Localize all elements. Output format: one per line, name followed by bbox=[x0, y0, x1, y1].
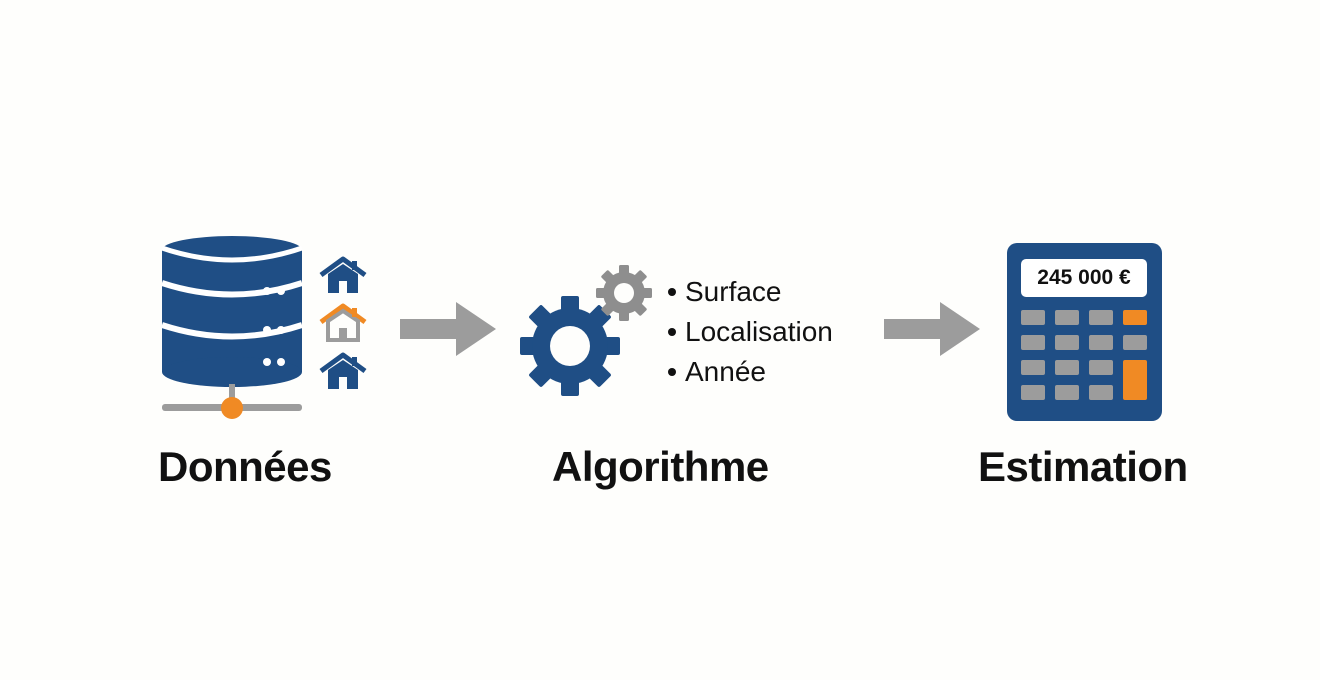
bullet-icon bbox=[668, 367, 676, 376]
arrow-right-icon bbox=[400, 302, 496, 356]
step-label-estimation: Estimation bbox=[978, 443, 1188, 490]
house-icon bbox=[319, 352, 367, 389]
bullet-icon bbox=[668, 287, 676, 296]
feature-item-surface: Surface bbox=[668, 272, 833, 312]
step-label-donnees: Données bbox=[158, 443, 332, 490]
step-label-algorithme: Algorithme bbox=[552, 443, 769, 490]
calculator-display: 245 000 € bbox=[1021, 259, 1147, 297]
arrow-right-icon bbox=[884, 302, 980, 356]
gears-icon bbox=[520, 265, 652, 396]
house-icon bbox=[319, 303, 367, 342]
database-icon bbox=[161, 236, 303, 419]
feature-item-annee: Année bbox=[668, 352, 833, 392]
feature-list: Surface Localisation Année bbox=[668, 272, 833, 392]
feature-item-localisation: Localisation bbox=[668, 312, 833, 352]
bullet-icon bbox=[668, 327, 676, 336]
house-icon bbox=[319, 256, 367, 293]
